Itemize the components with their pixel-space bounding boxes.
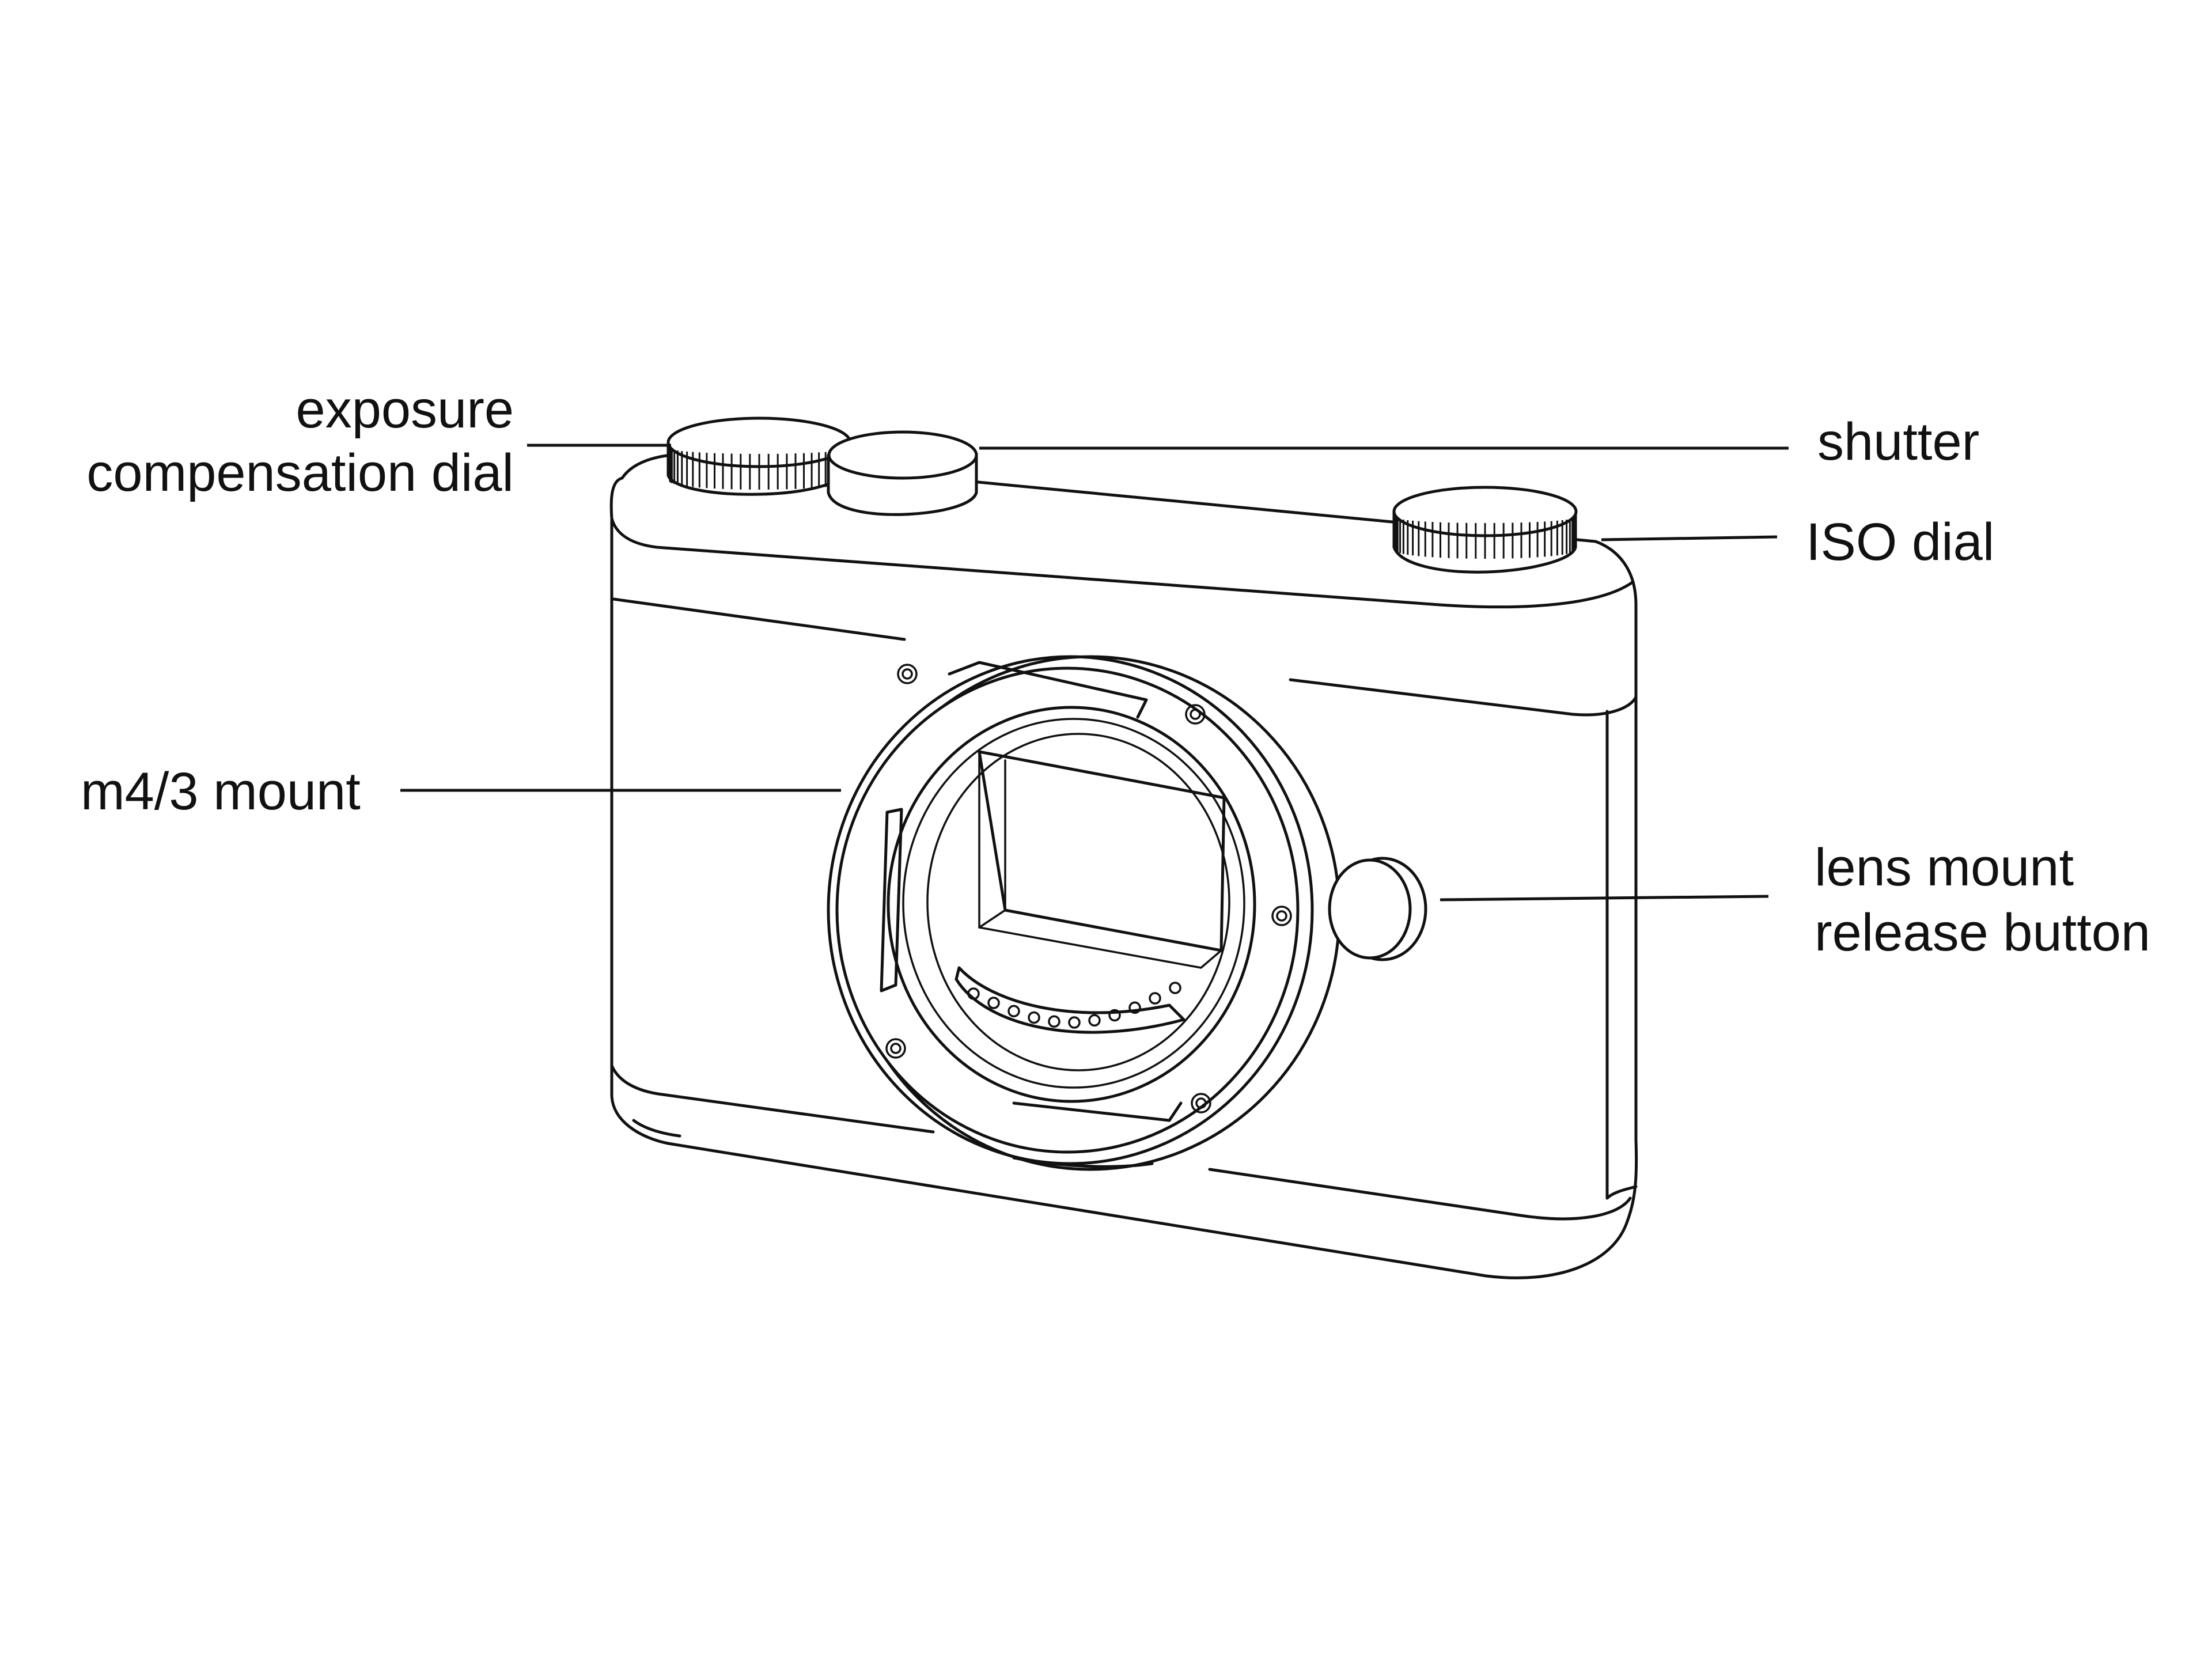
mount-screw: [1271, 906, 1292, 926]
mount-screw: [1276, 910, 1287, 922]
contact-pin: [1088, 1014, 1101, 1027]
contact-pin: [1028, 1011, 1040, 1024]
leader-lines: [400, 444, 1789, 902]
label-mount: m4/3 mount: [81, 762, 361, 821]
iso-dial[interactable]: [1392, 486, 1578, 574]
exposure-compensation-dial[interactable]: [666, 416, 852, 496]
mount-screw: [897, 664, 918, 684]
mount-screw: [1190, 709, 1201, 720]
shutter-button[interactable]: [827, 430, 978, 516]
leader-iso: [1601, 535, 1778, 541]
mount-screw: [890, 1043, 902, 1054]
labels: exposure compensation dial shutter ISO d…: [81, 380, 2150, 962]
contact-pin: [967, 987, 980, 1000]
contact-pin: [1048, 1015, 1060, 1028]
label-shutter: shutter: [1817, 412, 1979, 471]
mount-screw: [1185, 704, 1206, 725]
contact-pin: [1149, 992, 1161, 1005]
label-exposure-line1: exposure: [296, 380, 514, 439]
lens-mount: [827, 655, 1341, 1171]
mount-screw: [1191, 1093, 1211, 1113]
label-release-line1: lens mount: [1815, 838, 2074, 897]
lens-release-button[interactable]: [1328, 857, 1427, 961]
contact-pin: [1169, 982, 1181, 994]
contact-pin: [1128, 1001, 1141, 1014]
mount-screw: [1195, 1097, 1207, 1109]
label-exposure-line2: compensation dial: [86, 444, 514, 502]
contact-pin: [1108, 1009, 1121, 1022]
contact-pin: [1068, 1016, 1081, 1029]
mount-screw: [885, 1038, 906, 1059]
contact-pin: [1007, 1005, 1020, 1018]
label-iso-dial: ISO dial: [1806, 513, 1994, 571]
leader-release: [1440, 895, 1769, 902]
contact-pin: [987, 997, 1000, 1009]
label-release-line2: release button: [1815, 903, 2150, 962]
mount-screw: [902, 668, 913, 680]
